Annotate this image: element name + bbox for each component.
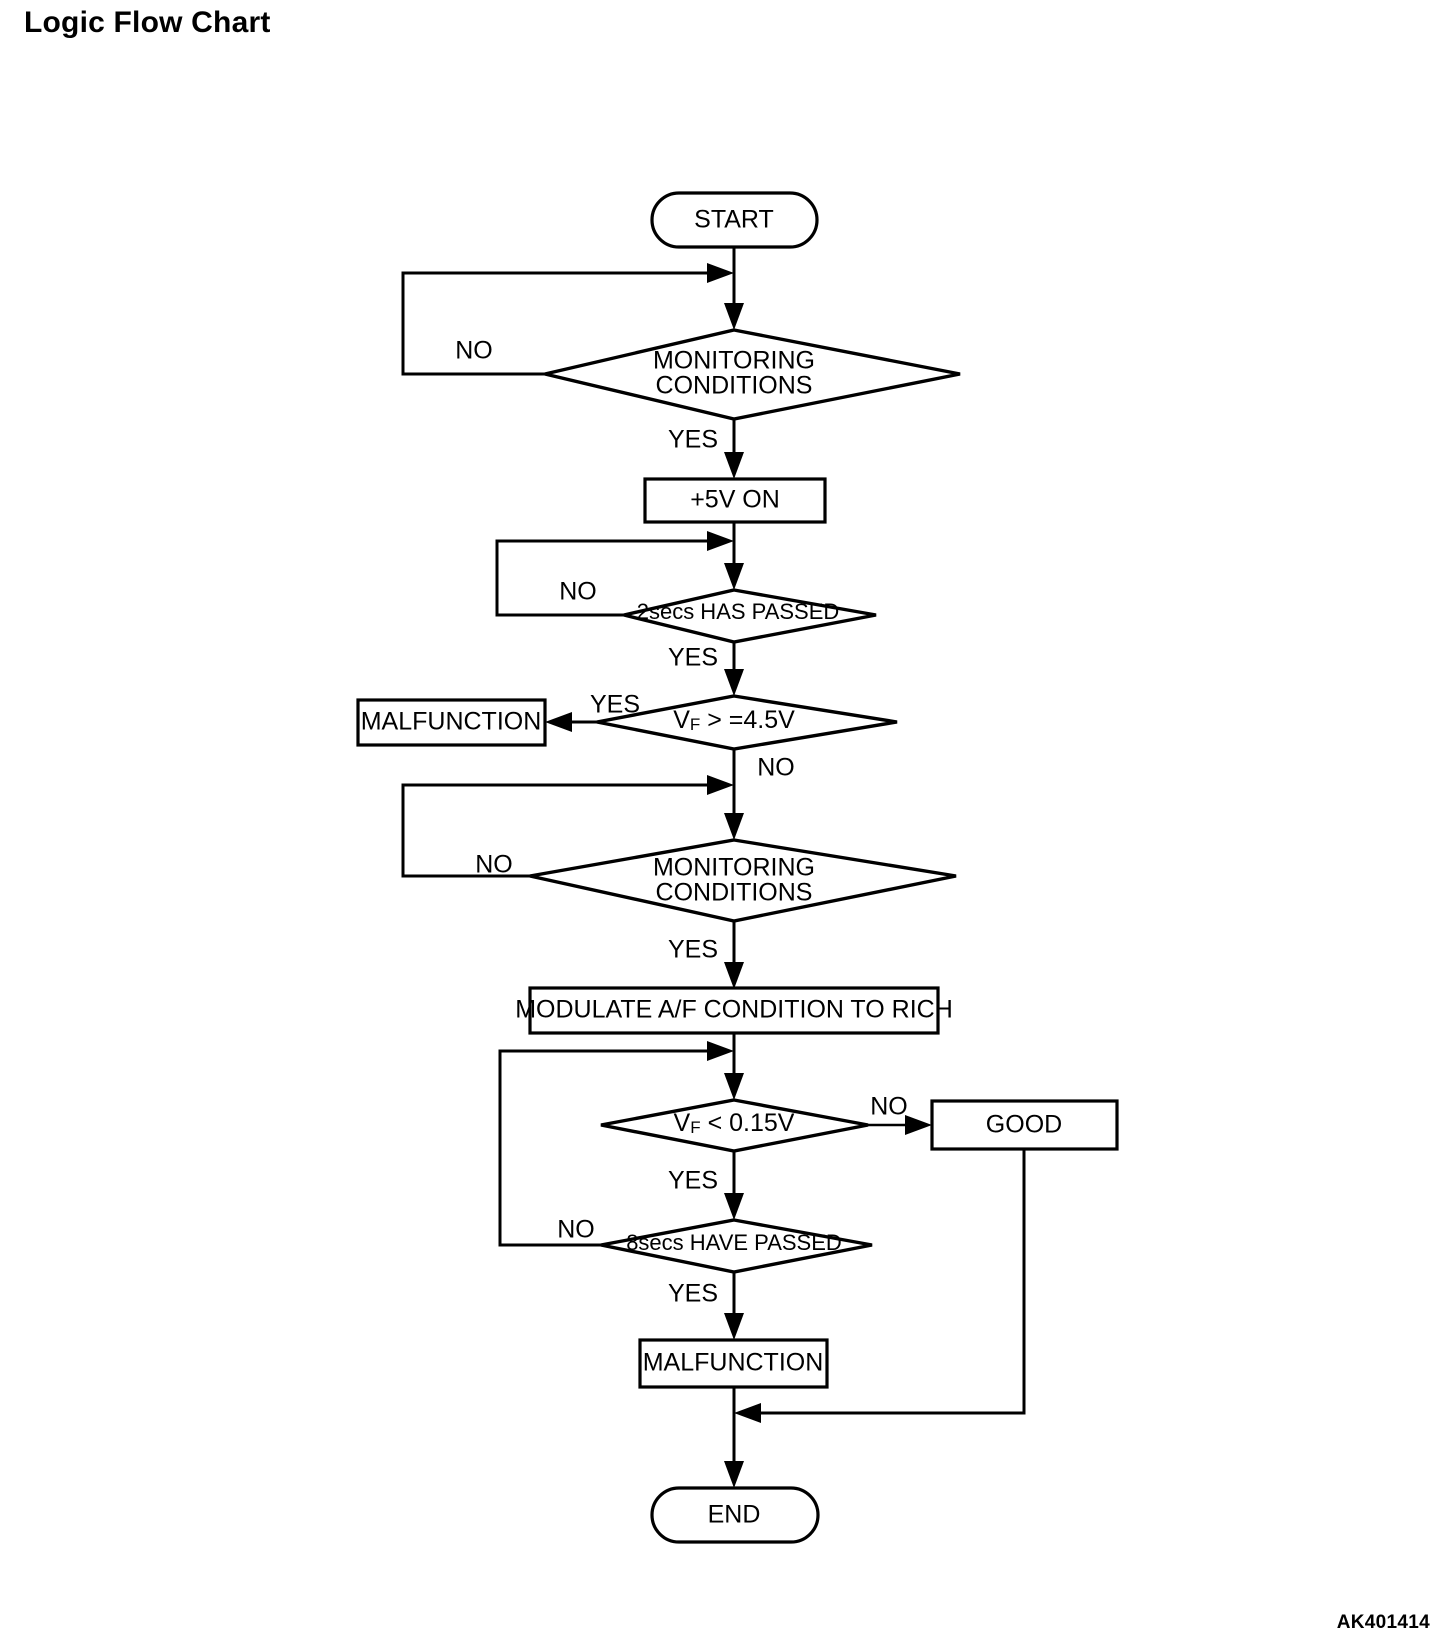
vf-comparison: < 0.15V [701,1109,795,1137]
vf-subscript: F [690,1118,700,1137]
edge-vf015-yes: YES [668,1151,744,1220]
node-start[interactable]: START [650,191,819,249]
edge-line [495,539,721,617]
node-good[interactable]: GOOD [930,1099,1119,1151]
process-shape [643,477,827,524]
arrow-head-icon [707,263,734,283]
node-modulate-af[interactable]: MODULATE A/F CONDITION TO RICH [515,986,953,1035]
arrow-head-icon [724,563,744,590]
edge-malf2-to-end [724,1387,744,1488]
branch-label-yes: YES [668,644,718,672]
start-label: START [694,206,774,234]
edge-vf015-no: NO [868,1093,932,1135]
arrow-head-icon [724,303,744,330]
node-malfunction-upper[interactable]: MALFUNCTION [356,698,547,747]
edge-line [498,1049,721,1247]
edge-sec2-yes: YES [668,642,744,696]
edge-vf45-no: NO [724,749,795,840]
vf-comparison: > =4.5V [700,706,795,734]
process-shape [930,1099,1119,1151]
node-vf-lt-0-15v[interactable]: VF < 0.15V [600,1098,869,1153]
monitoring-conditions-2-line2: CONDITIONS [656,879,813,907]
edge-line [401,783,721,878]
monitoring-conditions-1-line2: CONDITIONS [656,372,813,400]
monitoring-conditions-2-line1: MONITORING [653,854,815,882]
plus5v-on-label: +5V ON [690,486,780,514]
end-label: END [708,1501,761,1529]
edge-modulate-to-vf015 [724,1033,744,1100]
branch-label-yes: YES [668,1280,718,1308]
arrow-head-icon [905,1115,932,1135]
vf-subscript: F [690,715,700,734]
branch-label-no: NO [757,754,795,782]
edge-mon2-yes: YES [668,921,744,989]
arrow-head-icon [545,712,572,732]
node-8secs-have-passed[interactable]: 8secs HAVE PASSED [600,1218,873,1274]
node-vf-ge-4-5v[interactable]: VF > =4.5V [596,694,898,751]
arrow-head-icon [724,1313,744,1340]
arrow-head-icon [724,669,744,696]
arrow-head-icon [707,531,734,551]
branch-label-yes: YES [590,691,640,719]
vf-symbol: V [674,1109,691,1137]
branch-label-no: NO [870,1093,908,1121]
edge-v5on-to-sec2 [724,522,744,590]
branch-label-yes: YES [668,426,718,454]
end-shape [650,1486,820,1544]
node-plus5v-on[interactable]: +5V ON [643,477,827,524]
edge-start-to-mon1 [724,247,744,330]
node-2secs-has-passed[interactable]: 2secs HAS PASSED [623,588,877,644]
branch-label-no: NO [475,851,513,879]
edge-mon1-no-loop: NO [401,263,734,376]
arrow-head-icon [724,813,744,840]
node-end[interactable]: END [650,1486,820,1544]
arrow-head-icon [724,962,744,989]
vf-symbol: V [673,706,690,734]
edge-vf45-yes: YES [545,691,640,732]
edge-sec8-no-loop: NO [498,1041,734,1247]
arrow-head-icon [724,452,744,479]
branch-label-no: NO [557,1216,595,1244]
edge-good-to-end [734,1149,1026,1423]
arrow-head-icon [707,1041,734,1061]
arrow-head-icon [734,1403,761,1423]
monitoring-conditions-1-line1: MONITORING [653,347,815,375]
edge-line [401,271,721,376]
2secs-has-passed-label: 2secs HAS PASSED [637,599,840,624]
node-malfunction-lower[interactable]: MALFUNCTION [638,1338,829,1389]
process-shape [638,1338,829,1389]
malfunction-upper-label: MALFUNCTION [361,708,542,736]
node-monitoring-conditions-1[interactable]: MONITORING CONDITIONS [544,328,961,421]
modulate-af-label: MODULATE A/F CONDITION TO RICH [515,996,953,1024]
good-label: GOOD [986,1111,1062,1139]
malfunction-lower-label: MALFUNCTION [643,1349,824,1377]
vf-ge-4-5v-label: VF > =4.5V [673,706,795,735]
branch-label-no: NO [455,337,493,365]
node-monitoring-conditions-2[interactable]: MONITORING CONDITIONS [529,838,957,923]
arrow-head-icon [724,1461,744,1488]
branch-label-no: NO [559,578,597,606]
8secs-have-passed-label: 8secs HAVE PASSED [626,1230,842,1255]
edge-sec8-yes: YES [668,1272,744,1340]
process-shape [356,698,547,747]
edge-sec2-no-loop: NO [495,531,734,617]
arrow-head-icon [707,775,734,795]
branch-label-yes: YES [668,1167,718,1195]
process-shape [528,986,940,1035]
arrow-head-icon [724,1193,744,1220]
edge-mon1-yes: YES [668,419,744,479]
branch-label-yes: YES [668,936,718,964]
vf-lt-0-15v-label: VF < 0.15V [674,1109,795,1138]
page-title: Logic Flow Chart [24,6,271,39]
edge-line [749,1149,1026,1415]
arrow-head-icon [724,1073,744,1100]
watermark-code: AK401414 [1336,1612,1430,1633]
edge-mon2-no-loop: NO [401,775,734,879]
